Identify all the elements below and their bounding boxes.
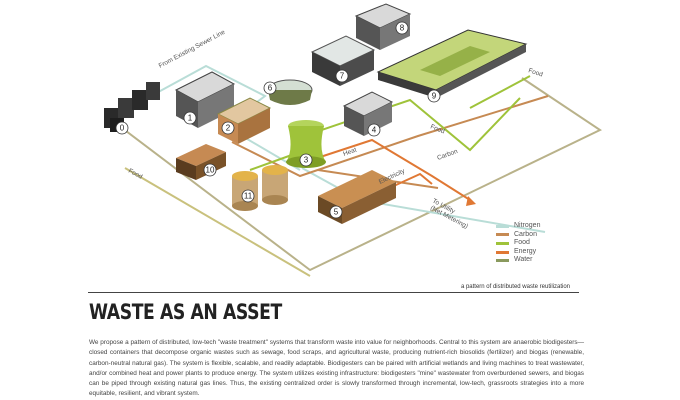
node-number: 8 — [400, 24, 405, 33]
legend-item: Food — [496, 239, 540, 248]
node-badge-4: 4 — [367, 123, 381, 137]
legend-label: Energy — [514, 247, 537, 255]
food-flow-line-right — [297, 97, 521, 152]
node-number: 0 — [120, 124, 125, 133]
node-badges: 0 1 2 3 4 5 6 7 8 9 10 11 — [115, 21, 441, 219]
diagram-caption: a pattern of distributed waste reutiliza… — [460, 284, 570, 290]
digester-silos — [232, 165, 288, 211]
node-badge-9: 9 — [427, 89, 441, 103]
nitrogen-flow-line — [139, 64, 301, 171]
legend-swatch — [496, 241, 509, 245]
urban-farm-field — [376, 29, 528, 98]
node-badge-1: 1 — [183, 111, 197, 125]
node-badge-11: 11 — [241, 189, 255, 203]
node-number: 3 — [304, 156, 309, 165]
legend-swatch — [496, 233, 509, 237]
sewer-blocks — [104, 82, 160, 132]
legend-swatch — [496, 224, 509, 228]
node-number: 1 — [188, 114, 193, 123]
node-badge-10: 10 — [203, 163, 217, 177]
page-title: WASTE AS AN ASSET — [89, 300, 282, 324]
food-flow-line-top — [469, 75, 531, 109]
food-label-right-mid: Food — [429, 123, 446, 135]
node-badge-8: 8 — [395, 21, 409, 35]
node-number: 2 — [226, 124, 231, 133]
node-number: 7 — [340, 72, 345, 81]
caption-divider — [88, 292, 579, 293]
legend-item: Carbon — [496, 231, 540, 240]
legend-item: Nitrogen — [496, 222, 540, 231]
node-number: 4 — [372, 126, 377, 135]
legend-item: Water — [496, 256, 540, 265]
food-scrap-bins — [176, 144, 226, 180]
body-paragraph: We propose a pattern of distributed, low… — [89, 339, 584, 398]
sewer-label: From Existing Sewer Line — [158, 29, 227, 70]
carbon-label: Carbon — [436, 148, 459, 162]
food-label-right-top: Food — [527, 67, 544, 78]
water-flow-line — [121, 77, 603, 272]
node-number: 10 — [206, 166, 215, 175]
legend-label: Water — [514, 256, 533, 264]
legend-label: Food — [514, 239, 530, 247]
legend-label: Nitrogen — [514, 222, 541, 229]
node-number: 6 — [268, 84, 273, 93]
pond — [267, 79, 313, 105]
node-badge-2: 2 — [221, 121, 235, 135]
food-label-left: Food — [127, 168, 144, 181]
legend-swatch — [496, 259, 509, 263]
legend-item: Energy — [496, 248, 540, 257]
node-badge-3: 3 — [299, 153, 313, 167]
food-flow-line-left — [124, 167, 311, 277]
biodigester-racks — [216, 97, 272, 144]
node-number: 11 — [244, 192, 253, 201]
node-badge-7: 7 — [335, 69, 349, 83]
node-number: 5 — [334, 208, 339, 217]
legend-swatch — [496, 250, 509, 254]
node-number: 9 — [432, 92, 437, 101]
wetland-unit — [174, 71, 236, 128]
energy-flow-line — [304, 138, 471, 201]
node-badge-5: 5 — [329, 205, 343, 219]
greenhouse — [310, 35, 376, 86]
node-badge-0: 0 — [115, 121, 129, 135]
carbon-flow-line — [231, 95, 549, 178]
utility-arrow-icon — [466, 196, 476, 206]
node-badge-6: 6 — [263, 81, 277, 95]
heat-label: Heat — [342, 147, 357, 158]
legend-label: Carbon — [514, 230, 537, 238]
